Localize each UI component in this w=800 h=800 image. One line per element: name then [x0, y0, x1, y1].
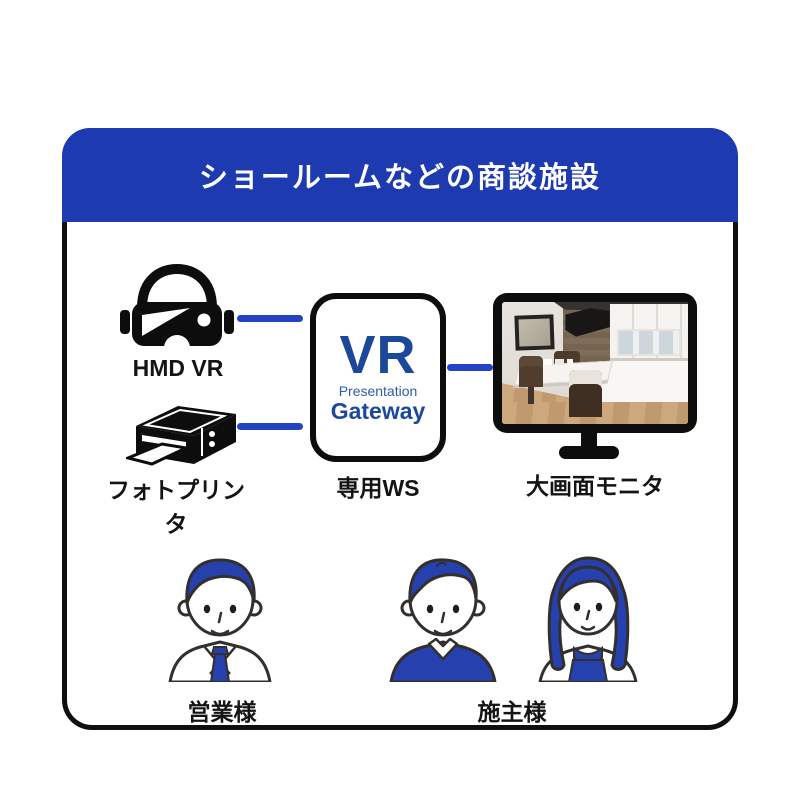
vr-headset-icon [120, 263, 234, 354]
owners-label: 施主様 [477, 699, 547, 725]
woman-illustration [538, 556, 638, 682]
monitor-label: 大画面モニタ [526, 473, 664, 499]
scene-cabinet-glass [617, 328, 681, 356]
printer-label: フォトプリンタ [107, 477, 245, 537]
logo-presentation-text: Presentation [338, 383, 418, 400]
photo-printer-icon [126, 406, 236, 466]
hmd-label: HMD VR [132, 355, 224, 381]
scene-counter [598, 360, 688, 403]
monitor-icon [493, 293, 697, 433]
kitchen-render-image [502, 302, 688, 424]
connector-ws-monitor [447, 364, 493, 371]
monitor-stand-base [559, 446, 619, 459]
scene-table-leg [528, 382, 534, 405]
scene-chair-left [518, 355, 543, 388]
card-header: ショールームなどの商談施設 [62, 128, 738, 222]
scene-tableware [542, 359, 573, 366]
connector-hmd-ws [237, 315, 303, 322]
workstation-label: 専用WS [336, 475, 420, 501]
connector-printer-ws [237, 423, 303, 430]
salesperson-illustration [168, 558, 272, 682]
monitor-stand-neck [581, 431, 597, 449]
workstation-box: VR Presentation Gateway [310, 293, 446, 462]
card-title: ショールームなどの商談施設 [198, 162, 602, 194]
scene-chair-front [568, 370, 603, 417]
scene-picture-frame [514, 314, 555, 352]
man-illustration [389, 558, 497, 682]
logo-gateway-text: Gateway [330, 398, 426, 425]
salesperson-label: 営業様 [187, 699, 257, 725]
vr-gateway-logo: VR [339, 324, 417, 385]
